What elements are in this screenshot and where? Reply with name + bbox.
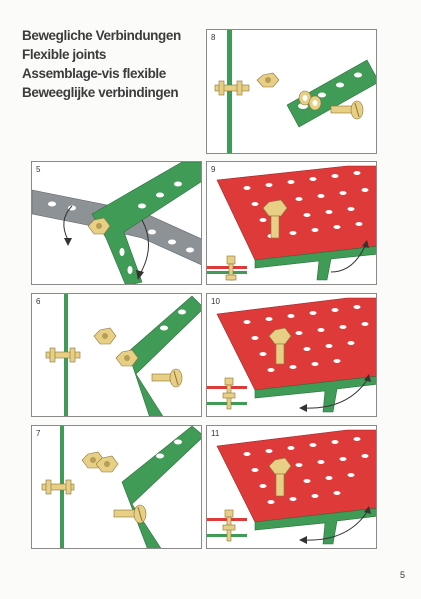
red-plate-icon — [216, 429, 376, 523]
step-number: 5 — [36, 165, 41, 174]
step-number: 10 — [211, 297, 220, 306]
flexible-joint-illustration — [41, 426, 201, 548]
assembled-joint-icon — [45, 347, 81, 363]
nut-icon — [256, 72, 280, 88]
flexible-joint-illustration — [207, 429, 376, 545]
step-8-panel: 8 — [206, 29, 377, 154]
green-angle-icon — [254, 376, 376, 413]
flexible-joint-illustration — [207, 297, 376, 413]
rotation-arrow-icon — [330, 245, 366, 273]
step-9-panel: 9 — [206, 161, 377, 285]
bolt-icon — [151, 368, 183, 388]
title-english: Flexible joints — [22, 47, 107, 62]
step-number: 7 — [36, 429, 41, 438]
flexible-joint-illustration — [214, 30, 376, 153]
step-7-panel: 7 — [31, 425, 202, 549]
nut-icon — [268, 327, 292, 365]
assembled-joint-icon — [214, 80, 250, 96]
bolt-icon — [113, 504, 147, 524]
green-strip-icon — [127, 295, 201, 416]
title-german: Bewegliche Verbindungen — [22, 28, 181, 43]
step-number: 9 — [211, 165, 216, 174]
step-11-panel: 11 — [206, 425, 377, 549]
assembled-joint-icon — [207, 377, 247, 410]
assembled-joint-icon — [207, 255, 247, 281]
nut-icon — [268, 457, 292, 497]
step-number: 6 — [36, 297, 41, 306]
nut-icon — [262, 199, 288, 239]
red-plate-icon — [216, 165, 376, 261]
nut-icon — [87, 217, 111, 235]
step-5-panel: 5 — [31, 161, 202, 285]
green-strip-icon — [121, 426, 201, 548]
step-6-panel: 6 — [31, 293, 202, 417]
flexible-joint-illustration — [32, 162, 201, 284]
assembled-joint-icon — [207, 509, 247, 542]
step-10-panel: 10 — [206, 293, 377, 417]
flexible-joint-illustration — [207, 165, 376, 281]
washer-icon — [298, 90, 322, 111]
red-plate-icon — [216, 297, 376, 391]
nut-icon — [81, 451, 119, 473]
green-angle-icon — [254, 508, 376, 545]
rotation-arrow-icon — [139, 219, 149, 275]
title-french: Assemblage-vis flexible — [22, 66, 166, 81]
flexible-joint-illustration — [45, 294, 201, 416]
rotation-arrow-icon — [63, 205, 73, 241]
assembled-joint-icon — [41, 479, 75, 495]
green-strip-icon — [91, 162, 201, 284]
title-block: Bewegliche Verbindungen Flexible joints … — [22, 26, 207, 102]
rotation-arrow-icon — [302, 511, 368, 541]
page-number: 5 — [399, 570, 405, 580]
step-number: 11 — [211, 429, 220, 438]
rotation-arrow-icon — [302, 379, 368, 409]
title-dutch: Beweeglijke verbindingen — [22, 85, 179, 100]
bolt-icon — [330, 100, 364, 120]
nut-icon — [93, 327, 139, 367]
green-strip-icon — [286, 59, 376, 128]
green-angle-icon — [254, 246, 376, 281]
step-number: 8 — [211, 33, 216, 42]
